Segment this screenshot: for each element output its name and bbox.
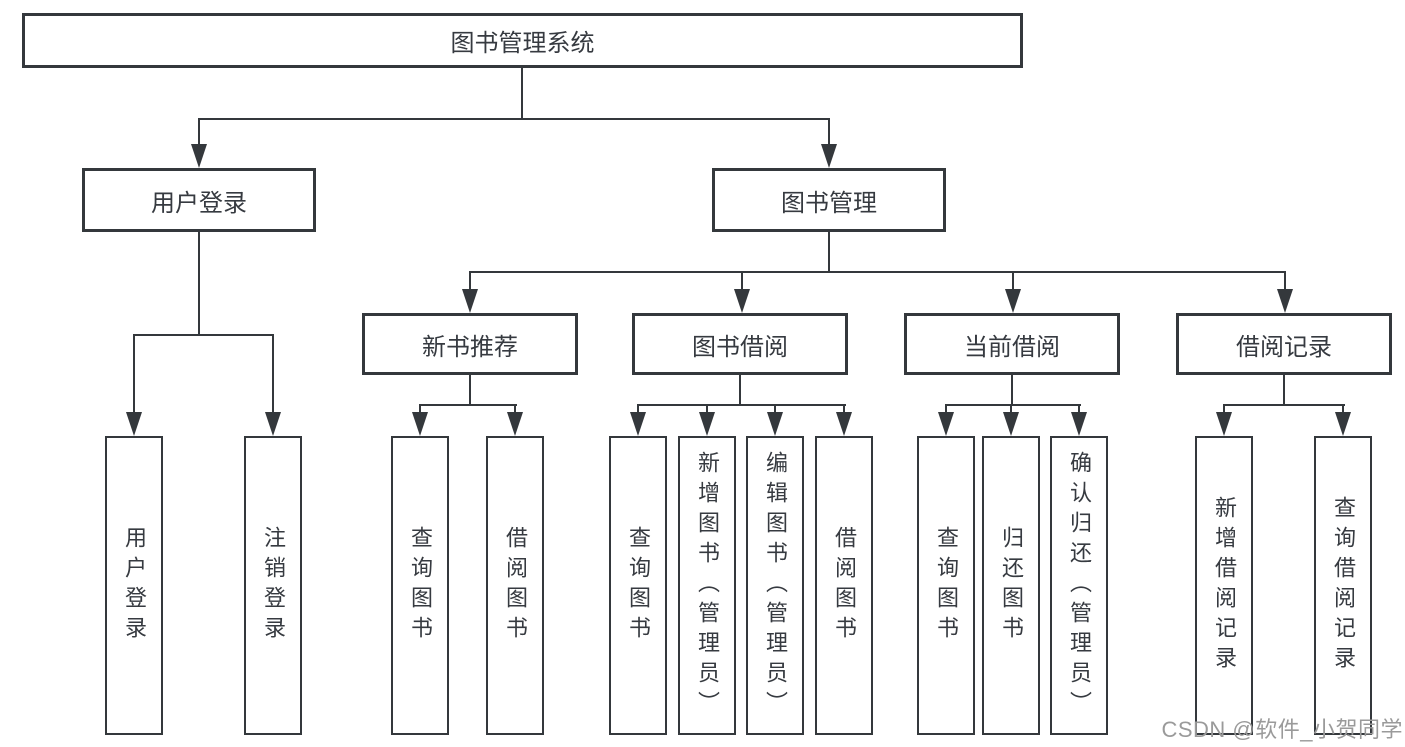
arrow-down-icon [938,412,954,436]
node-current-borrowing: 当前借阅 [904,313,1120,375]
node-book-management-label: 图书管理 [781,189,877,217]
arrow-down-icon [507,412,523,436]
arrow-down-icon [1277,289,1293,313]
connector-line [198,118,200,146]
connector-line [706,404,708,414]
connector-line [637,404,846,406]
leaf-return-books: 归还图书 [982,436,1040,735]
connector-line [637,404,639,414]
connector-line [521,68,523,120]
leaf-add-borrow-record-label: 新增借阅记录 [1212,495,1237,676]
connector-line [1012,271,1014,291]
connector-line [1011,375,1013,406]
connector-line [419,404,421,414]
connector-line [739,375,741,406]
connector-line [1283,375,1285,406]
connector-line [843,404,845,414]
arrow-down-icon [191,144,207,168]
arrow-down-icon [1335,412,1351,436]
connector-line [514,404,516,414]
leaf-logout: 注销登录 [244,436,302,735]
node-new-book-recommend-label: 新书推荐 [422,333,518,361]
leaf-add-books-admin: 新增图书（管理员） [678,436,736,735]
leaf-add-books-admin-label: 新增图书（管理员） [695,450,720,721]
leaf-logout-label: 注销登录 [261,525,286,646]
connector-line [1284,271,1286,291]
arrow-down-icon [265,412,281,436]
leaf-edit-books-admin: 编辑图书（管理员） [746,436,804,735]
arrow-down-icon [836,412,852,436]
node-new-book-recommend: 新书推荐 [362,313,578,375]
leaf-confirm-return-admin: 确认归还（管理员） [1050,436,1108,735]
node-book-management: 图书管理 [712,168,946,232]
node-borrowing-records: 借阅记录 [1176,313,1392,375]
leaf-return-books-label: 归还图书 [999,525,1024,646]
arrow-down-icon [126,412,142,436]
connector-line [945,404,1081,406]
arrow-down-icon [462,289,478,313]
node-borrowing-records-label: 借阅记录 [1236,333,1332,361]
leaf-query-books-current: 查询图书 [917,436,975,735]
leaf-edit-books-admin-label: 编辑图书（管理员） [763,450,788,721]
connector-line [469,271,471,291]
node-book-borrowing: 图书借阅 [632,313,848,375]
connector-line [198,118,830,120]
connector-line [1342,404,1344,414]
connector-line [1223,404,1225,414]
node-current-borrowing-label: 当前借阅 [964,333,1060,361]
connector-line [272,334,274,414]
connector-line [945,404,947,414]
connector-line [1223,404,1345,406]
arrow-down-icon [412,412,428,436]
node-root: 图书管理系统 [22,13,1023,68]
leaf-borrow-books-recommend-label: 借阅图书 [503,525,528,646]
leaf-borrow-books-borrowing-label: 借阅图书 [832,525,857,646]
arrow-down-icon [1003,412,1019,436]
leaf-query-borrow-record-label: 查询借阅记录 [1331,495,1356,676]
leaf-borrow-books-borrowing: 借阅图书 [815,436,873,735]
arrow-down-icon [699,412,715,436]
leaf-query-books-borrowing-label: 查询图书 [626,525,651,646]
node-user-login-label: 用户登录 [151,189,247,217]
leaf-query-books-current-label: 查询图书 [934,525,959,646]
connector-line [419,404,517,406]
node-user-login: 用户登录 [82,168,316,232]
arrow-down-icon [1071,412,1087,436]
arrow-down-icon [821,144,837,168]
connector-line [1010,404,1012,414]
connector-line [198,232,200,336]
leaf-query-borrow-record: 查询借阅记录 [1314,436,1372,735]
node-root-label: 图书管理系统 [450,30,595,57]
leaf-borrow-books-recommend: 借阅图书 [486,436,544,735]
arrow-down-icon [767,412,783,436]
leaf-add-borrow-record: 新增借阅记录 [1195,436,1253,735]
connector-line [828,118,830,146]
connector-line [469,375,471,406]
connector-line [741,271,743,291]
leaf-query-books-recommend-label: 查询图书 [408,525,433,646]
connector-line [1078,404,1080,414]
connector-line [133,334,274,336]
arrow-down-icon [1216,412,1232,436]
arrow-down-icon [734,289,750,313]
leaf-query-books-borrowing: 查询图书 [609,436,667,735]
leaf-confirm-return-admin-label: 确认归还（管理员） [1067,450,1092,721]
arrow-down-icon [630,412,646,436]
csdn-watermark: CSDN @软件_小贺同学 [1161,717,1403,742]
arrow-down-icon [1005,289,1021,313]
leaf-user-login: 用户登录 [105,436,163,735]
node-book-borrowing-label: 图书借阅 [692,333,788,361]
connector-line [469,271,1286,273]
leaf-query-books-recommend: 查询图书 [391,436,449,735]
leaf-user-login-label: 用户登录 [122,525,147,646]
connector-line [828,232,830,273]
connector-line [133,334,135,414]
connector-line [774,404,776,414]
